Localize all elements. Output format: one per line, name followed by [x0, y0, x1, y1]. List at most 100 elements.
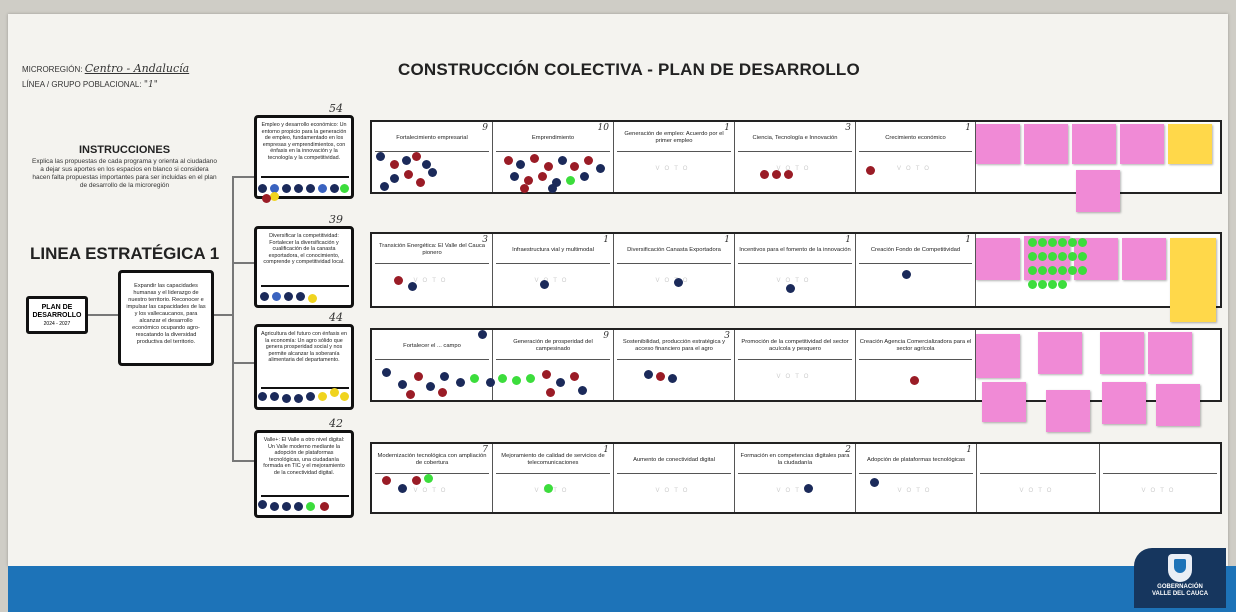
vote-sticker-dot: [408, 282, 417, 291]
vote-area: [856, 266, 975, 306]
program-cell[interactable]: Generación de empleo: Acuerdo por el pri…: [614, 122, 735, 192]
vote-sticker-dot: [538, 172, 547, 181]
program-label: Transición Energética: El Valle del Cauc…: [375, 237, 489, 264]
program-label: Adopción de plataformas tecnológicas: [859, 447, 973, 474]
vote-sticker-dot: [440, 372, 449, 381]
program-row-3: Fortalecer el ... campo Generación de pr…: [370, 328, 1222, 432]
sticky-note[interactable]: [1122, 238, 1166, 280]
vote-sticker-dot: [258, 392, 267, 401]
program-cell[interactable]: Sostenibilidad, producción estratégica y…: [614, 330, 735, 400]
vote-area: VOTO: [1100, 476, 1220, 512]
program-label: [980, 447, 1096, 474]
vote-sticker-dot: [426, 382, 435, 391]
objective-count: 54: [329, 102, 343, 115]
vote-sticker-dot: [1028, 266, 1037, 275]
vote-sticker-dot: [674, 278, 683, 287]
vote-area: VOTO: [372, 476, 492, 512]
vote-sticker-dot: [546, 388, 555, 397]
sticky-note[interactable]: [976, 124, 1020, 164]
instructions-heading: INSTRUCCIONES: [78, 144, 171, 156]
sticky-note[interactable]: [1156, 384, 1200, 426]
vote-sticker-dot: [784, 170, 793, 179]
vote-sticker-dot: [340, 184, 349, 193]
main-objective-box: Expandir las capacidades humanas y el li…: [118, 270, 214, 366]
blue-footer-band: [8, 566, 1236, 612]
vote-sticker-dot: [526, 374, 535, 383]
program-cell[interactable]: VOTO: [977, 444, 1100, 512]
linea-line: LÍNEA / GRUPO POBLACIONAL: "1": [22, 80, 158, 90]
vote-sticker-dot: [1068, 238, 1077, 247]
sticky-note[interactable]: [1120, 124, 1164, 164]
linea-estrategica-title: LINEA ESTRATÉGICA 1: [30, 244, 220, 263]
vote-sticker-dot: [478, 330, 487, 339]
sticky-note[interactable]: [1102, 382, 1146, 424]
objective-dot-row: [261, 387, 349, 403]
vote-sticker-dot: [414, 372, 423, 381]
sticky-note[interactable]: [1100, 332, 1144, 374]
vote-sticker-dot: [902, 270, 911, 279]
connector-line: [232, 176, 234, 460]
sticky-note[interactable]: [976, 238, 1020, 280]
program-cell[interactable]: Promoción de la competitividad del secto…: [735, 330, 856, 400]
program-cell[interactable]: Formación en competencias digitales para…: [735, 444, 856, 512]
sticky-note[interactable]: [1170, 238, 1216, 322]
page-title: CONSTRUCCIÓN COLECTIVA - PLAN DE DESARRO…: [398, 60, 860, 79]
program-cell[interactable]: Diversificación Canasta Exportadora1VOTO: [614, 234, 735, 306]
program-label: Fortalecer el ... campo: [375, 333, 489, 360]
program-label: Ciencia, Tecnología e Innovación: [738, 125, 852, 152]
sticky-note[interactable]: [1076, 170, 1120, 212]
program-cell[interactable]: Transición Energética: El Valle del Cauc…: [372, 234, 493, 306]
instructions-block: INSTRUCCIONES Explica las propuestas de …: [32, 144, 217, 190]
program-label: Formación en competencias digitales para…: [738, 447, 852, 474]
vote-sticker-dot: [270, 192, 279, 201]
objective-count: 44: [329, 311, 343, 324]
program-label: Incentivos para el fomento de la innovac…: [738, 237, 852, 264]
vote-sticker-dot: [294, 394, 303, 403]
vote-sticker-dot: [390, 174, 399, 183]
vote-sticker-dot: [308, 294, 317, 303]
plan-box: PLAN DE DESARROLLO 2024 - 2027: [26, 296, 88, 334]
vote-sticker-dot: [330, 184, 339, 193]
program-cell[interactable]: Modernización tecnológica con ampliación…: [372, 444, 493, 512]
vote-sticker-dot: [282, 502, 291, 511]
sticky-note[interactable]: [1148, 332, 1192, 374]
program-cell[interactable]: Mejoramiento de calidad de servicios de …: [493, 444, 614, 512]
sticky-note[interactable]: [982, 382, 1026, 422]
objective-text: Diversificar la competitividad: Fortalec…: [263, 233, 345, 265]
sticky-note[interactable]: [1046, 390, 1090, 432]
vote-area: VOTO: [614, 266, 734, 306]
vote-sticker-dot: [282, 184, 291, 193]
program-cell[interactable]: Creación Agencia Comercializadora para e…: [856, 330, 976, 400]
vote-sticker-dot: [318, 184, 327, 193]
program-cell[interactable]: Fortalecer el ... campo: [372, 330, 493, 400]
vote-sticker-dot: [530, 154, 539, 163]
vote-area: VOTO: [493, 266, 613, 306]
program-cell[interactable]: Generación de prosperidad del campesinad…: [493, 330, 614, 400]
vote-sticker-dot: [1048, 238, 1057, 247]
program-label: Mejoramiento de calidad de servicios de …: [496, 447, 610, 474]
sticky-note[interactable]: [976, 334, 1020, 378]
vote-area: VOTO: [735, 266, 855, 306]
vote-sticker-dot: [548, 184, 557, 193]
objective-dot-row: [261, 285, 349, 301]
program-cell[interactable]: Incentivos para el fomento de la innovac…: [735, 234, 856, 306]
vote-sticker-dot: [498, 374, 507, 383]
vote-placeholder: VOTO: [776, 166, 814, 172]
sticky-note[interactable]: [1072, 124, 1116, 164]
sticky-note[interactable]: [1024, 124, 1068, 164]
vote-sticker-dot: [1068, 266, 1077, 275]
vote-sticker-dot: [1038, 238, 1047, 247]
vote-sticker-dot: [1038, 266, 1047, 275]
vote-area: VOTO: [372, 266, 492, 306]
program-cell[interactable]: VOTO: [1100, 444, 1220, 512]
sticky-note[interactable]: [1168, 124, 1212, 164]
sticky-note[interactable]: [1038, 332, 1082, 374]
